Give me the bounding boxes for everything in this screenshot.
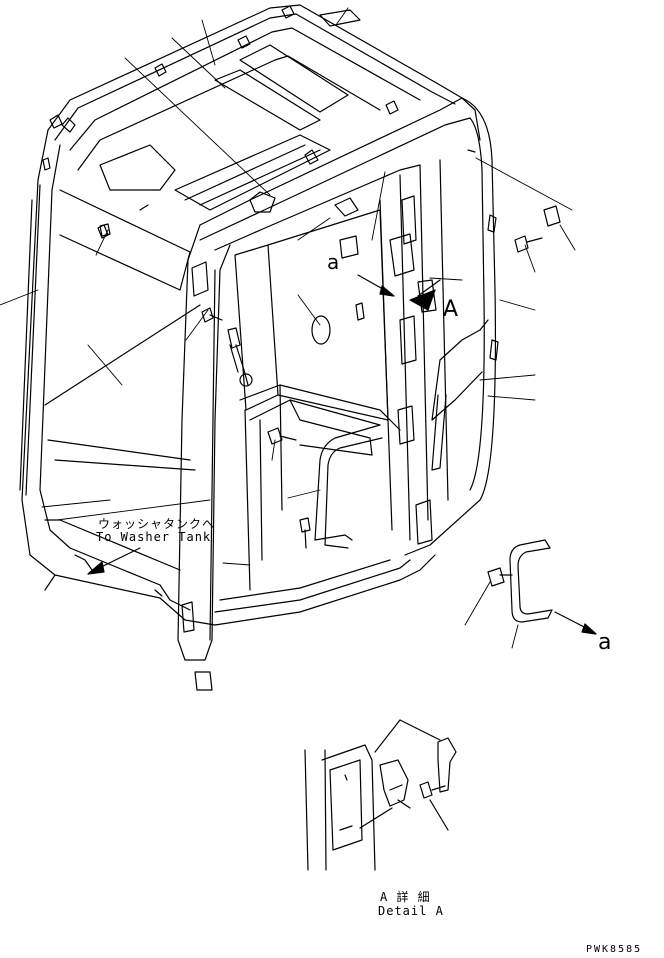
cab-floor bbox=[214, 384, 436, 626]
detail-a-inset bbox=[304, 719, 457, 871]
loose-grab-handle bbox=[487, 539, 597, 635]
door-hinges bbox=[389, 195, 437, 545]
drawing-code: PWK8585 bbox=[586, 944, 643, 955]
cab-front-header bbox=[199, 97, 499, 556]
cab-left-side bbox=[19, 114, 216, 626]
interior-handrail bbox=[314, 424, 383, 549]
marker-a-left: a bbox=[327, 250, 340, 274]
leader-lines bbox=[0, 7, 576, 649]
marker-a-right: a bbox=[598, 630, 612, 655]
washer-tank-label-en: To Washer Tank bbox=[96, 530, 212, 544]
cab-roof bbox=[47, 4, 463, 217]
washer-tank-label-jp: ウォッシャタンクへ bbox=[98, 517, 216, 531]
marker-detail-A: A bbox=[443, 297, 459, 322]
detail-a-title-jp: A 詳 細 bbox=[380, 890, 431, 904]
bolts bbox=[99, 205, 561, 549]
detail-a-title-en: Detail A bbox=[378, 904, 444, 918]
front-left-pillar bbox=[177, 224, 253, 691]
arrows bbox=[87, 274, 441, 575]
cab-rear-wall bbox=[234, 209, 389, 421]
